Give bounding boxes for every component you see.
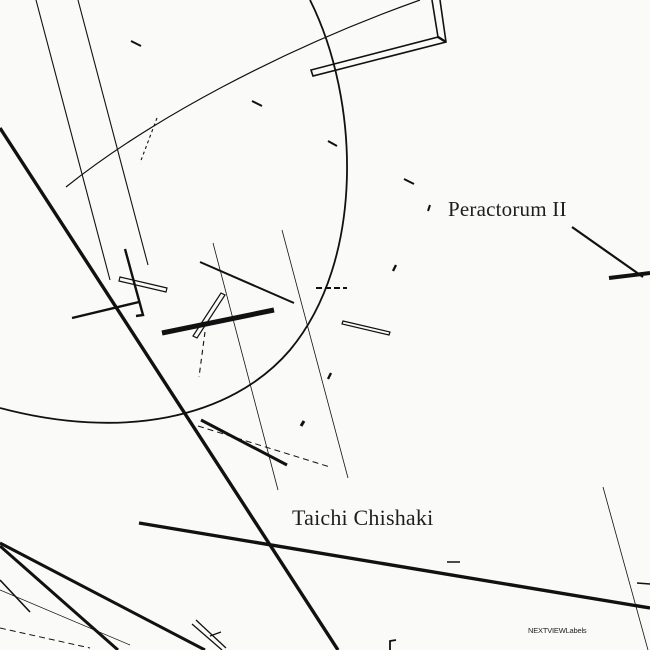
album-title: Peractorum II xyxy=(448,197,567,221)
artist-name: Taichi Chishaki xyxy=(292,505,434,530)
record-label-logo: NEXTVIEWLabels xyxy=(528,626,587,635)
